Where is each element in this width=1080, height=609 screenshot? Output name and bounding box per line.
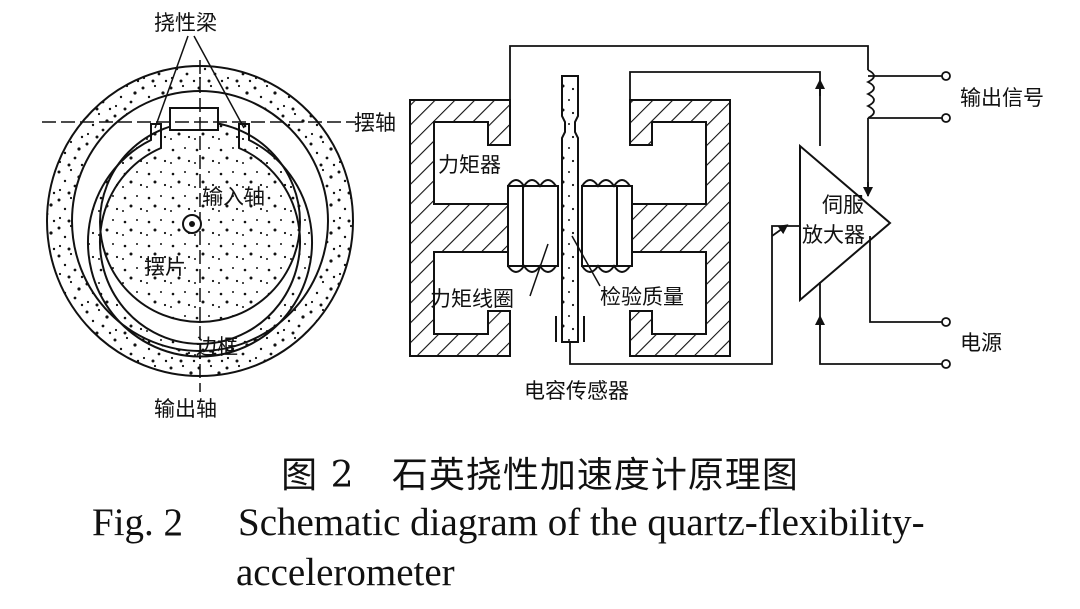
flexure-beam-leader-right xyxy=(193,35,245,129)
schematic-diagram: 挠性梁 摆轴 输入轴 摆片 边框 输出轴 力矩器 力矩线圈 检验质量 电容传感器… xyxy=(42,11,1044,421)
torquer-coil-right xyxy=(581,179,633,273)
torquer-coil-leader xyxy=(529,243,549,297)
label-servo-amplifier-line2: 放大器 xyxy=(802,223,865,247)
caption-en-title-line2: accelerometer xyxy=(236,551,455,594)
caption-en-title-line1: Schematic diagram of the quartz-flexibil… xyxy=(238,501,925,544)
label-pendulum-plate: 摆片 xyxy=(144,255,186,279)
label-output-axis: 输出轴 xyxy=(154,397,217,421)
label-frame: 边框 xyxy=(196,335,238,359)
label-capacitive-sensor: 电容传感器 xyxy=(524,379,629,403)
caption-chinese: 图 2 石英挠性加速度计原理图 xyxy=(0,446,1080,498)
servo-circuit xyxy=(509,45,951,369)
label-input-axis: 输入轴 xyxy=(202,185,265,209)
label-output-signal: 输出信号 xyxy=(960,86,1044,110)
pendulum-assembly xyxy=(42,35,356,392)
output-coil xyxy=(865,69,875,119)
label-torquer-coil: 力矩线圈 xyxy=(430,287,514,311)
caption-cn-title: 石英挠性加速度计原理图 xyxy=(391,455,799,496)
torquer-body-left xyxy=(409,99,511,357)
caption-en-figure: Fig. 2 xyxy=(92,501,184,544)
label-proof-mass: 检验质量 xyxy=(600,285,684,309)
label-power-supply: 电源 xyxy=(960,331,1002,355)
label-servo-amplifier-line1: 伺服 xyxy=(822,193,864,217)
caption-english-line1: Fig. 2 Schematic diagram of the quartz-fl… xyxy=(92,500,925,545)
caption-english-line2: accelerometer xyxy=(236,550,455,595)
torquer-assembly xyxy=(409,75,731,357)
proof-mass xyxy=(561,75,579,343)
flexure-beam-block xyxy=(169,107,219,131)
servo-amplifier[interactable] xyxy=(799,143,892,303)
torquer-body-right xyxy=(629,99,731,357)
label-flexure-beam: 挠性梁 xyxy=(154,11,217,35)
proof-mass-leader xyxy=(571,235,601,287)
flexure-beam-leader-left xyxy=(154,35,189,129)
caption-cn-figure: 图 2 xyxy=(281,455,355,496)
torquer-coil-left xyxy=(507,179,559,273)
label-torquer: 力矩器 xyxy=(438,153,501,177)
label-pendulum-axis: 摆轴 xyxy=(354,111,396,135)
pendulum-plate xyxy=(87,123,313,358)
